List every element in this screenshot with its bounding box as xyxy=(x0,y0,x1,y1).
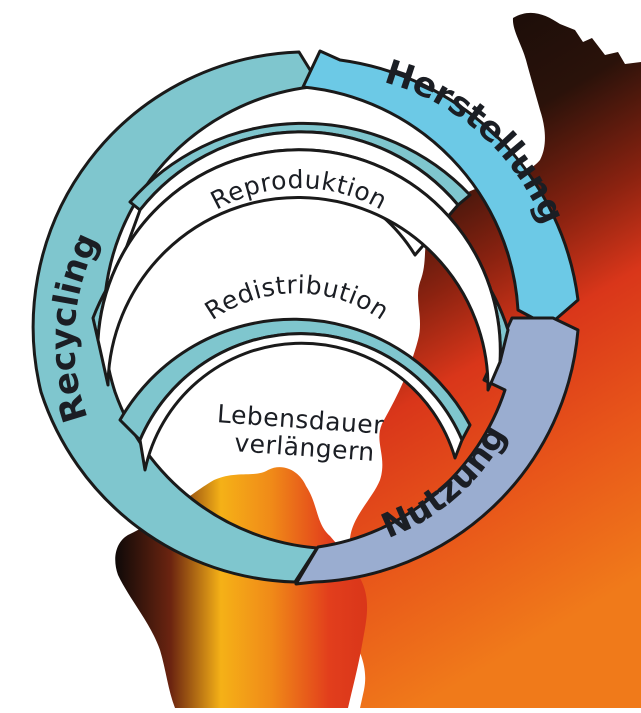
redistribution-label: Redistribution xyxy=(200,270,395,325)
recycling-arc-segment xyxy=(31,50,322,584)
lebensdauer-band-white xyxy=(138,332,464,472)
redistribution-band-white xyxy=(96,148,502,392)
nutzung-arc-segment xyxy=(294,316,580,586)
